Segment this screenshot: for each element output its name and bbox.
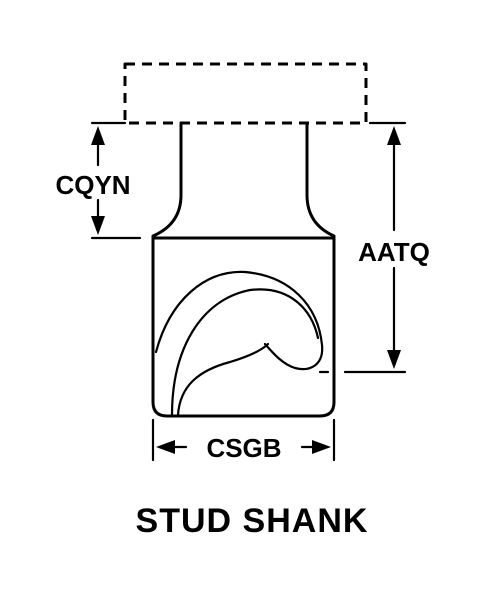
aatq-arrow-down: [387, 350, 401, 369]
aatq-label: AATQ: [358, 237, 430, 267]
hook-outer-curve: [154, 270, 324, 371]
diagram-caption: STUD SHANK: [136, 502, 369, 540]
hook-inner-curve: [176, 342, 270, 417]
hook-middle-curve: [170, 288, 320, 417]
aatq-arrow-up: [387, 126, 401, 145]
csgb-arrow-right: [312, 440, 331, 454]
cqyn-label: CQYN: [55, 170, 130, 200]
cqyn-arrow-down: [91, 216, 105, 235]
cqyn-arrow-up: [91, 126, 105, 145]
csgb-label: CSGB: [206, 433, 281, 463]
shank-body: [151, 121, 336, 418]
head-outline-dashed: [123, 62, 368, 125]
csgb-arrow-left: [156, 440, 175, 454]
